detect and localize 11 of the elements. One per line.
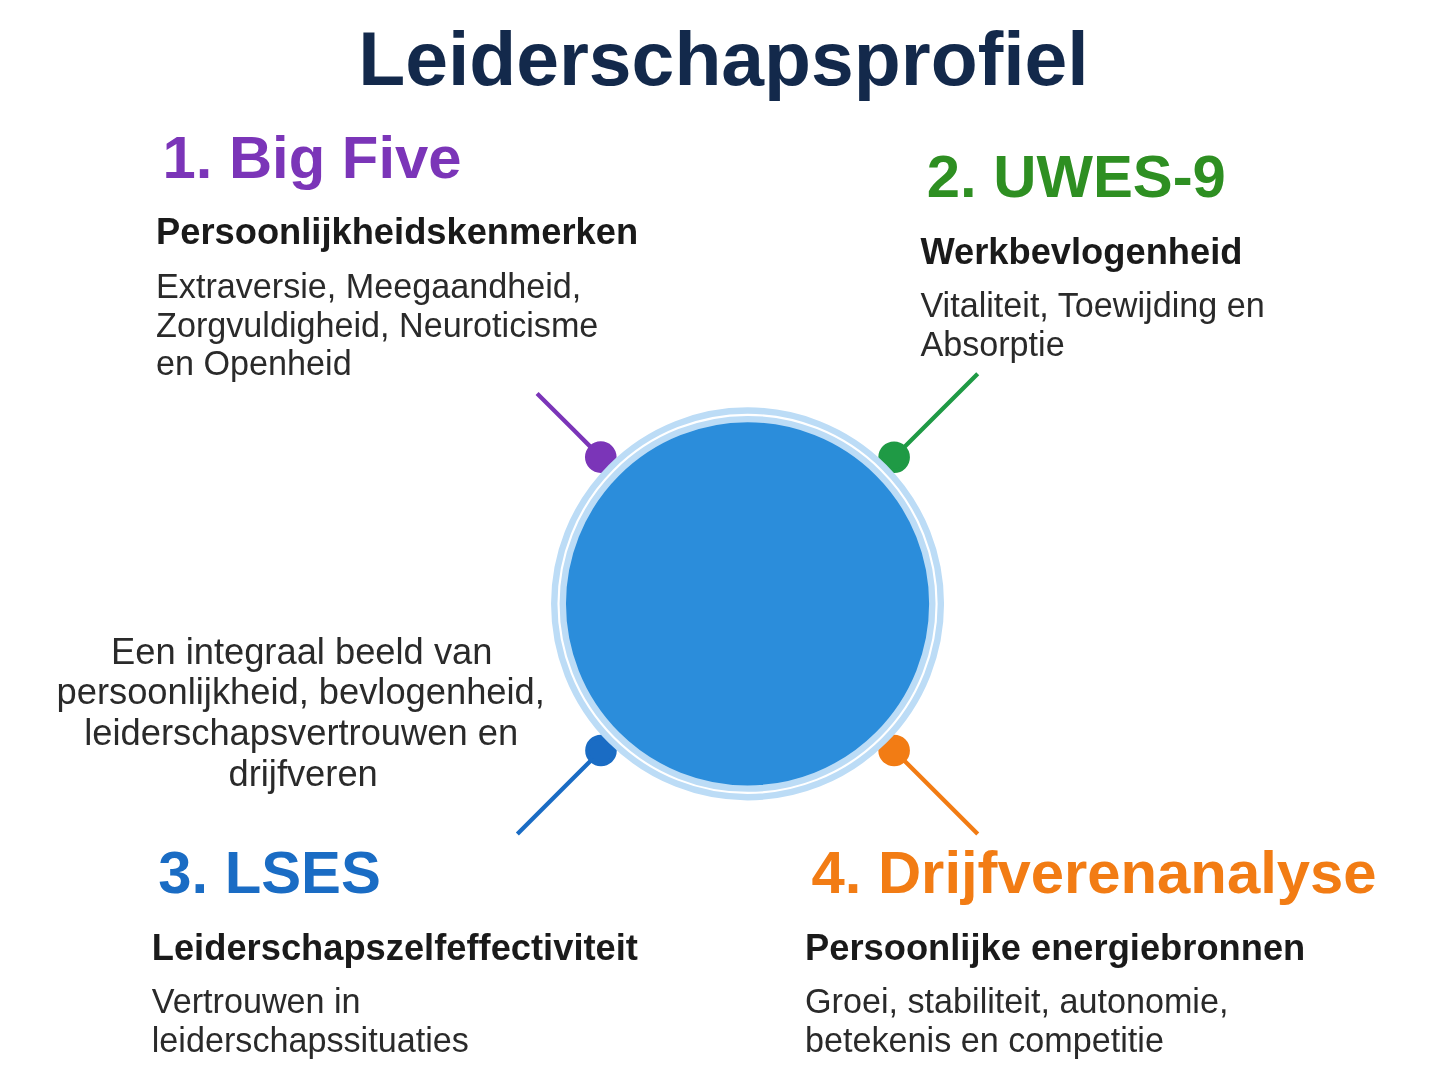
node-text: 3. LSES Leiderschapszelfeffectiviteit Vertrouwen in leiderschapssituaties	[151, 838, 638, 1059]
node-text: 2. UWES-9 Werkbevlogenheid Vitaliteit, Toewijding en Absorptie	[919, 142, 1265, 363]
node-text: 4. Drijfverenanalyse Persoonlijke energiebronnen Groei, stabiliteit, autonomie, betekenis en competitie	[804, 838, 1377, 1059]
diagram-title: Leiderschapsprofiel	[357, 14, 1089, 101]
connector	[515, 734, 617, 836]
connector	[877, 734, 979, 836]
node-text: 1. Big Five Persoonlijkheidskenmerken Extraversie, Meegaandheid, Zorgvuldigheid, Neuroticisme en Openheid	[155, 123, 638, 383]
node-picture	[550, 407, 944, 801]
node-label: Een integraal beeld van persoonlijkheid, bevlogenheid, leiderschapsvertrouwen en drijfveren	[56, 630, 545, 794]
connector	[877, 372, 979, 474]
connector	[535, 391, 617, 473]
